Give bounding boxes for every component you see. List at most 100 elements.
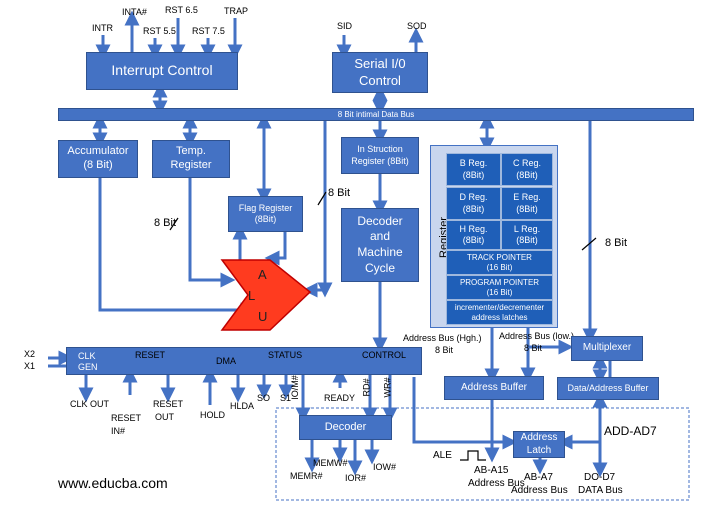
accumulator-line1: Accumulator xyxy=(67,145,129,158)
reset-out-label-1: RESET xyxy=(153,399,184,409)
ab-a7-sub-label: Address Bus xyxy=(511,485,568,496)
s1-label: S1 xyxy=(280,393,292,403)
flag-register-line1: Flag Register xyxy=(238,202,293,213)
clk-out-label: CLK OUT xyxy=(70,399,110,409)
multiplexer-title: Multiplexer xyxy=(582,342,632,354)
accumulator-line2: (8 Bit) xyxy=(83,159,113,171)
data-address-buffer-title: Data/Address Buffer xyxy=(567,382,649,393)
so-label: SO xyxy=(257,393,271,403)
clk-label: CLK xyxy=(78,351,96,361)
timing-control-bar xyxy=(66,347,422,375)
serial-title-line1: Serial I/0 xyxy=(354,56,406,72)
rst75-pin-label: RST 7.5 xyxy=(192,26,225,36)
inta-pin-label: INTA# xyxy=(122,7,147,17)
ab-a15-sub-label: Address Bus xyxy=(468,478,525,489)
alu-letter-u: U xyxy=(258,309,268,324)
e-register-name: E Reg. xyxy=(513,192,541,203)
watermark: www.educba.com xyxy=(58,475,168,491)
hold-label: HOLD xyxy=(200,410,226,420)
address-buffer-title: Address Buffer xyxy=(461,381,527,393)
reset-in-label-1: RESET xyxy=(111,413,142,423)
e-register-size: (8Bit) xyxy=(516,203,538,214)
multiplexer-block: Multiplexer xyxy=(571,336,643,361)
sod-pin-label: SOD xyxy=(407,21,427,31)
temp-register-block: Temp.Register xyxy=(152,140,230,178)
d-register-size: (8Bit) xyxy=(462,203,485,214)
wr-label: WR# xyxy=(382,377,393,398)
b-register: B Reg.(8Bit) xyxy=(446,153,501,186)
ab-a15-label: AB-A15 xyxy=(474,465,509,476)
track-pointer-line1: TRACK POINTER xyxy=(467,252,532,262)
ab-a7-label: AB-A7 xyxy=(524,472,553,483)
inc-dec-line2: address latches xyxy=(471,312,528,322)
program-pointer-line1: PROGRAM POINTER xyxy=(459,277,540,287)
rst55-pin-label: RST 5.5 xyxy=(143,26,176,36)
alu-letter-l: L xyxy=(248,288,256,303)
d0-d7-label: DO-D7 xyxy=(584,472,616,483)
alu-shape xyxy=(220,259,312,331)
decoder-cycle-line3: Machine xyxy=(357,245,403,259)
memw-label: MEMW# xyxy=(313,458,348,468)
address-bus-low-line2: 8 Bit xyxy=(524,343,543,353)
reset-out-label-2: OUT xyxy=(155,412,174,422)
h-register: H Reg.(8Bit) xyxy=(446,220,501,250)
address-latch-line1: Address xyxy=(520,432,558,443)
track-pointer-line2: (16 Bit) xyxy=(486,262,513,272)
flag-register-block: Flag Register(8Bit) xyxy=(228,196,303,232)
trap-pin-label: TRAP xyxy=(224,6,249,16)
serial-title-line2: Control xyxy=(359,72,401,88)
address-bus-low-line1: Address Bus (low.) xyxy=(499,331,575,341)
d0-d7-sub-label: DATA Bus xyxy=(578,485,623,496)
data-bus-label: 8 Bit intimal Data Bus xyxy=(337,109,415,119)
eight-bit-label-flag: 8 Bit xyxy=(328,187,351,199)
decoder-cycle-line2: and xyxy=(369,229,390,244)
rst65-pin-label: RST 6.5 xyxy=(165,5,198,15)
accumulator-block: Accumulator(8 Bit) xyxy=(58,140,138,178)
flag-register-line2: (8Bit) xyxy=(254,214,277,224)
wires xyxy=(48,10,612,478)
track-pointer: TRACK POINTER(16 Bit) xyxy=(446,250,553,275)
ale-label: ALE xyxy=(433,450,452,461)
data-address-buffer-block: Data/Address Buffer xyxy=(557,377,659,400)
ior-label: IOR# xyxy=(345,473,367,483)
d-register: D Reg.(8Bit) xyxy=(446,187,501,220)
ad-label: ADD-AD7 xyxy=(604,424,657,438)
b-register-size: (8Bit) xyxy=(462,169,485,180)
temp-register-line1: Temp. xyxy=(176,145,206,158)
c-register-name: C Reg. xyxy=(512,158,541,169)
decoder-title: Decoder xyxy=(324,420,367,433)
rd-label: RD# xyxy=(361,378,372,397)
gen-label: GEN xyxy=(78,362,98,372)
x2-label: X2 xyxy=(24,349,36,359)
internal-data-bus: 8 Bit intimal Data Bus xyxy=(58,108,694,121)
reset-in-label-2: IN# xyxy=(111,426,126,436)
x1-label: X1 xyxy=(24,361,36,371)
decoder-block: Decoder xyxy=(299,415,392,440)
decoder-cycle-line4: Cycle xyxy=(364,260,395,275)
eight-bit-label-left: 8 Bit xyxy=(154,217,177,229)
reset-group-label: RESET xyxy=(135,350,166,360)
d-register-name: D Reg. xyxy=(459,192,488,203)
status-group-label: STATUS xyxy=(268,350,303,360)
instruction-register-line1: In Struction xyxy=(357,144,403,155)
temp-register-line2: Register xyxy=(170,159,212,171)
program-pointer-line2: (16 Bit) xyxy=(486,287,513,297)
alu-letter-a: A xyxy=(258,267,267,282)
decoder-cycle-line1: Decoder xyxy=(357,213,403,228)
address-latch-line2: Latch xyxy=(526,444,552,456)
hlda-label: HLDA xyxy=(230,401,255,411)
c-register: C Reg.(8Bit) xyxy=(501,153,553,186)
address-buffer-block: Address Buffer xyxy=(444,376,544,400)
instruction-register-line2: Register (8Bit) xyxy=(351,155,409,166)
intr-pin-label: INTR xyxy=(92,23,113,33)
e-register: E Reg.(8Bit) xyxy=(501,187,553,220)
io-m-label: IO/M# xyxy=(289,375,300,400)
address-bus-high-line1: Address Bus (Hgh.) xyxy=(403,333,482,343)
sid-pin-label: SID xyxy=(337,21,353,31)
c-register-size: (8Bit) xyxy=(516,169,538,180)
